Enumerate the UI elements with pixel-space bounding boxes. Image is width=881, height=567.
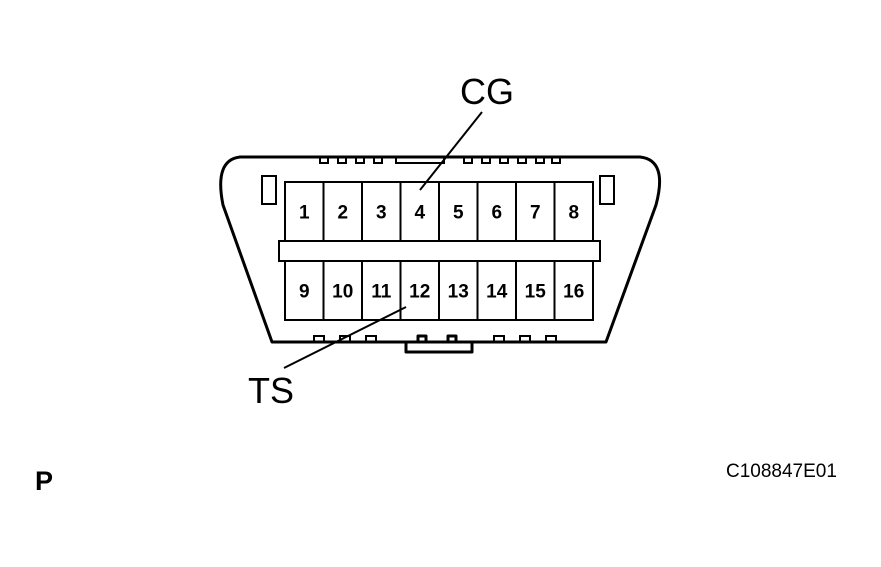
pin-number: 6 bbox=[491, 203, 502, 224]
pin-number: 10 bbox=[332, 282, 353, 303]
figure-code: C108847E01 bbox=[726, 461, 837, 482]
corner-letter: P bbox=[35, 466, 53, 496]
pin-number: 14 bbox=[486, 282, 508, 303]
right-latch-slot bbox=[599, 175, 615, 205]
pin-number: 4 bbox=[414, 203, 425, 224]
pin-number: 1 bbox=[299, 203, 310, 224]
pin-number: 11 bbox=[371, 282, 392, 303]
pin-number: 7 bbox=[530, 203, 541, 224]
pin-number: 8 bbox=[568, 203, 579, 224]
pin-cell bbox=[553, 260, 594, 321]
pin-number: 9 bbox=[299, 282, 310, 303]
pin-number: 15 bbox=[525, 282, 547, 303]
connector-housing bbox=[219, 155, 662, 344]
center-divider bbox=[278, 240, 601, 262]
cg-leader-line bbox=[419, 111, 483, 191]
pin-number: 5 bbox=[453, 203, 464, 224]
housing-bottom-notches bbox=[313, 335, 557, 342]
cg-label: CG bbox=[460, 71, 514, 112]
pin-number: 13 bbox=[448, 282, 469, 303]
top-pin-row: 1 2 3 4 5 6 7 8 bbox=[284, 181, 594, 242]
ts-leader-line bbox=[283, 306, 407, 369]
pin-number: 2 bbox=[337, 203, 348, 224]
ts-label: TS bbox=[248, 370, 294, 411]
pin-number: 16 bbox=[563, 282, 584, 303]
housing-bottom-key bbox=[404, 334, 474, 354]
left-latch-slot bbox=[261, 175, 277, 205]
housing-top-notches bbox=[319, 157, 561, 164]
pin-number: 12 bbox=[409, 282, 430, 303]
pin-number: 3 bbox=[376, 203, 387, 224]
bottom-pin-row: 9 10 11 12 13 14 15 16 bbox=[284, 260, 594, 321]
